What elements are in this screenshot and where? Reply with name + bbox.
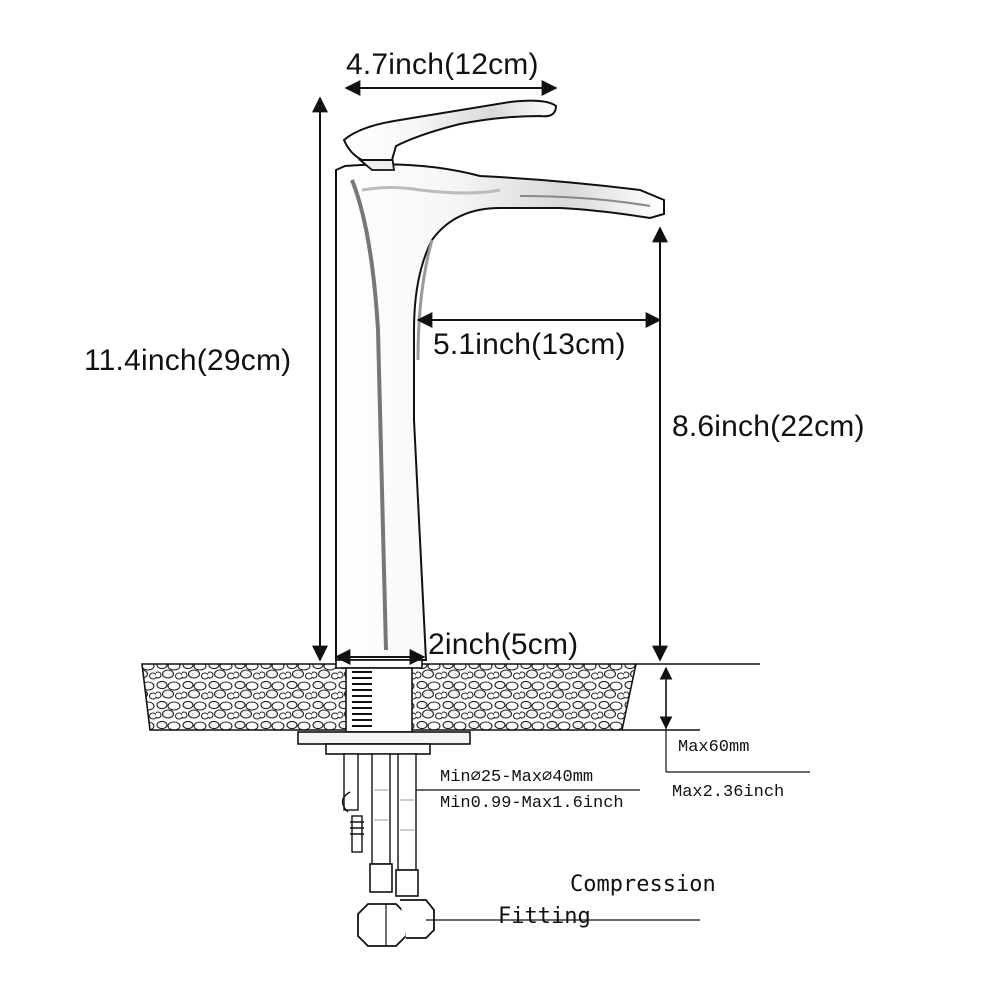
stone-countertop	[141, 663, 760, 731]
compression-label: Compression	[570, 872, 716, 897]
spout-reach-label: 5.1inch(13cm)	[433, 328, 626, 361]
spout-height-label: 8.6inch(22cm)	[672, 410, 865, 443]
fitting-label: Fitting	[498, 904, 591, 929]
faucet-body	[335, 163, 665, 661]
deck-max-mm-label: Max60mm	[678, 738, 750, 757]
base-width-label: 2inch(5cm)	[428, 628, 579, 661]
hole-range-inch-label: Min0.99-Max1.6inch	[440, 794, 624, 813]
dimension-lines	[312, 80, 810, 791]
faucet-handle	[342, 99, 558, 171]
supply-hoses	[371, 753, 417, 871]
hole-range-mm-label: Min⌀25-Max⌀40mm	[440, 768, 594, 787]
compression-fitting	[357, 863, 700, 947]
deck-max-inch-label: Max2.36inch	[672, 783, 785, 802]
total-height-label: 11.4inch(29cm)	[84, 344, 292, 377]
handle-width-label: 4.7inch(12cm)	[346, 48, 539, 81]
